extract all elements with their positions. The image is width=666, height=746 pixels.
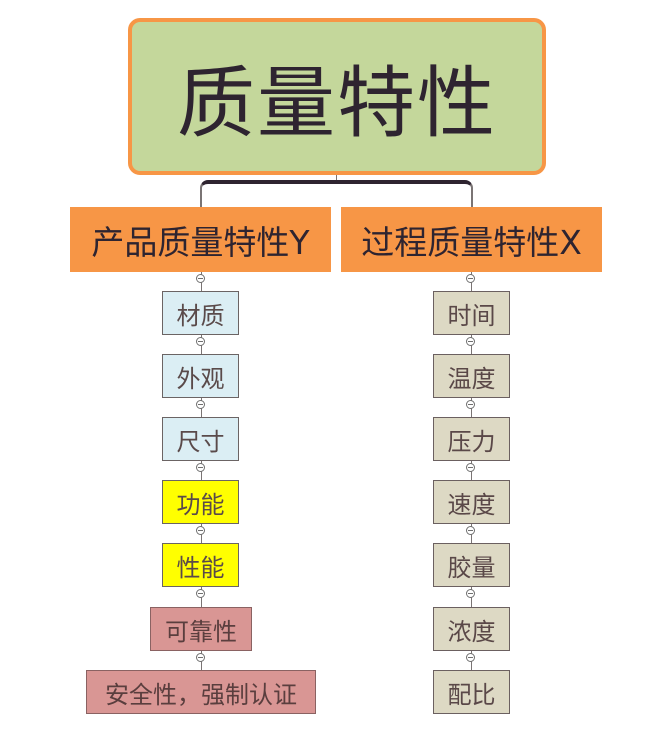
collapse-icon[interactable] [466, 526, 475, 535]
node-safety-certification[interactable]: 安全性，强制认证 [86, 670, 316, 714]
node-temperature[interactable]: 温度 [433, 354, 510, 398]
node-label: 功能 [176, 490, 225, 519]
node-label: 可靠性 [165, 617, 237, 646]
collapse-icon[interactable] [196, 653, 205, 662]
node-label: 性能 [176, 553, 225, 582]
node-label: 尺寸 [176, 427, 225, 456]
branch-process-quality-x[interactable]: 过程质量特性X [341, 207, 602, 272]
root-label: 质量特性 [176, 58, 497, 149]
branch-product-quality-y[interactable]: 产品质量特性Y [70, 207, 331, 272]
node-label: 胶量 [447, 553, 496, 582]
node-label: 压力 [447, 427, 496, 456]
node-label: 材质 [176, 301, 225, 330]
node-time[interactable]: 时间 [433, 291, 510, 335]
root-connector-bracket [200, 180, 473, 207]
branch-label: 产品质量特性Y [91, 222, 310, 262]
node-concentration[interactable]: 浓度 [433, 607, 510, 651]
collapse-icon[interactable] [196, 463, 205, 472]
collapse-icon[interactable] [196, 589, 205, 598]
node-label: 安全性，强制认证 [105, 680, 297, 709]
node-material[interactable]: 材质 [162, 291, 239, 335]
node-pressure[interactable]: 压力 [433, 417, 510, 461]
collapse-icon[interactable] [196, 526, 205, 535]
branch-label: 过程质量特性X [361, 222, 582, 262]
collapse-icon[interactable] [466, 589, 475, 598]
collapse-icon[interactable] [196, 337, 205, 346]
node-label: 浓度 [447, 617, 496, 646]
node-label: 配比 [447, 680, 496, 709]
node-label: 速度 [447, 490, 496, 519]
collapse-icon[interactable] [466, 337, 475, 346]
node-performance[interactable]: 性能 [162, 543, 239, 587]
node-label: 时间 [447, 301, 496, 330]
collapse-icon[interactable] [466, 653, 475, 662]
collapse-icon[interactable] [466, 400, 475, 409]
node-speed[interactable]: 速度 [433, 480, 510, 524]
collapse-icon[interactable] [466, 463, 475, 472]
collapse-icon[interactable] [196, 400, 205, 409]
root-node[interactable]: 质量特性 [128, 18, 546, 175]
node-label: 温度 [447, 364, 496, 393]
node-reliability[interactable]: 可靠性 [150, 607, 252, 651]
collapse-icon[interactable] [196, 274, 205, 283]
node-function[interactable]: 功能 [162, 480, 239, 524]
collapse-icon[interactable] [466, 274, 475, 283]
node-appearance[interactable]: 外观 [162, 354, 239, 398]
node-label: 外观 [176, 364, 225, 393]
root-connector-stem [336, 175, 337, 182]
node-ratio[interactable]: 配比 [433, 670, 510, 714]
node-dimension[interactable]: 尺寸 [162, 417, 239, 461]
node-glue-amount[interactable]: 胶量 [433, 543, 510, 587]
